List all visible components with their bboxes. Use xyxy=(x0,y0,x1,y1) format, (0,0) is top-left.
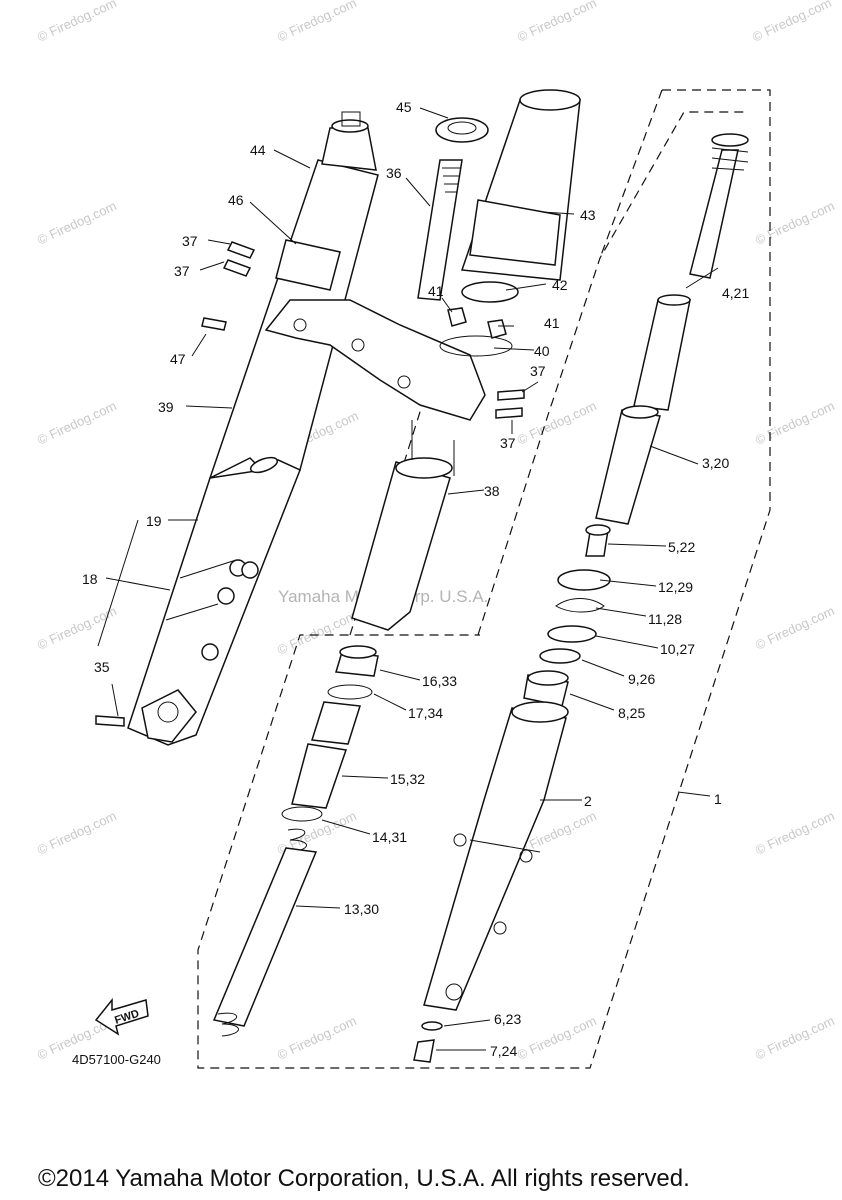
part-label-6-23: 6,23 xyxy=(494,1011,521,1027)
watermark: © Firedog.com xyxy=(35,0,119,45)
part-label-35: 35 xyxy=(94,659,110,675)
watermark: © Firedog.com xyxy=(515,398,599,448)
copyright-notice: ©2014 Yamaha Motor Corporation, U.S.A. A… xyxy=(38,1165,690,1192)
part-label-9-26: 9,26 xyxy=(628,671,655,687)
part-label-14-31: 14,31 xyxy=(372,829,407,845)
part-label-41: 41 xyxy=(428,283,444,299)
inner-tube xyxy=(417,117,489,301)
outer-tube xyxy=(423,701,569,1011)
part-label-11-28: 11,28 xyxy=(648,611,682,627)
part-label-3-20: 3,20 xyxy=(702,455,729,471)
part-label-42: 42 xyxy=(552,277,568,293)
watermark: © Firedog.com xyxy=(753,603,837,653)
part-label-37: 37 xyxy=(530,363,546,379)
part-label-1: 1 xyxy=(714,791,722,807)
part-label-44: 44 xyxy=(250,142,266,158)
part-label-46: 46 xyxy=(228,192,244,208)
part-label-39: 39 xyxy=(158,399,174,415)
lower-slider xyxy=(351,420,455,631)
leader-lines xyxy=(97,107,719,1051)
watermark: © Firedog.com xyxy=(35,398,119,448)
part-label-43: 43 xyxy=(580,207,596,223)
part-label-12-29: 12,29 xyxy=(658,579,693,595)
part-label-10-27: 10,27 xyxy=(660,641,695,657)
part-label-15-32: 15,32 xyxy=(390,771,425,787)
watermark: © Firedog.com xyxy=(753,1013,837,1063)
watermark: © Firedog.com xyxy=(35,198,119,248)
watermarks: © Firedog.com © Firedog.com © Firedog.co… xyxy=(35,0,837,1063)
part-label-17-34: 17,34 xyxy=(408,705,443,721)
seals-stack xyxy=(523,524,611,707)
part-label-8-25: 8,25 xyxy=(618,705,645,721)
damper-rod xyxy=(595,133,749,525)
part-label-41: 41 xyxy=(544,315,560,331)
part-label-16-33: 16,33 xyxy=(422,673,457,689)
fork-boot xyxy=(439,89,581,357)
bolts xyxy=(95,241,525,727)
part-label-18: 18 xyxy=(82,571,98,587)
part-labels: 44 45 36 43 46 37 37 42 41 41 40 47 4,21… xyxy=(82,99,749,1059)
part-label-47: 47 xyxy=(170,351,186,367)
diagram-code: 4D57100-G240 xyxy=(72,1052,161,1067)
part-label-5-22: 5,22 xyxy=(668,539,695,555)
part-label-7-24: 7,24 xyxy=(490,1043,517,1059)
watermark: © Firedog.com xyxy=(750,0,834,45)
part-label-40: 40 xyxy=(534,343,550,359)
part-label-37: 37 xyxy=(182,233,198,249)
watermark: © Firedog.com xyxy=(35,808,119,858)
nuts xyxy=(447,307,507,339)
part-label-2: 2 xyxy=(584,793,592,809)
assembly-outline xyxy=(197,89,771,1069)
watermark: © Firedog.com xyxy=(753,398,837,448)
part-label-37: 37 xyxy=(500,435,516,451)
watermark: © Firedog.com xyxy=(515,0,599,45)
watermark: © Firedog.com xyxy=(35,603,119,653)
part-label-38: 38 xyxy=(484,483,500,499)
outer-fork-leg xyxy=(127,111,486,746)
drain-parts xyxy=(413,1021,443,1063)
watermark: © Firedog.com xyxy=(753,808,837,858)
part-label-4-21: 4,21 xyxy=(722,285,749,301)
part-label-36: 36 xyxy=(386,165,402,181)
watermark: © Firedog.com xyxy=(275,0,359,45)
cartridge-internals xyxy=(212,645,379,1037)
watermark: © Firedog.com xyxy=(753,198,837,248)
watermark: © Firedog.com xyxy=(515,1013,599,1063)
part-label-37: 37 xyxy=(174,263,190,279)
part-label-13-30: 13,30 xyxy=(344,901,379,917)
part-label-19: 19 xyxy=(146,513,162,529)
watermark: © Firedog.com xyxy=(275,1013,359,1063)
part-label-45: 45 xyxy=(396,99,412,115)
